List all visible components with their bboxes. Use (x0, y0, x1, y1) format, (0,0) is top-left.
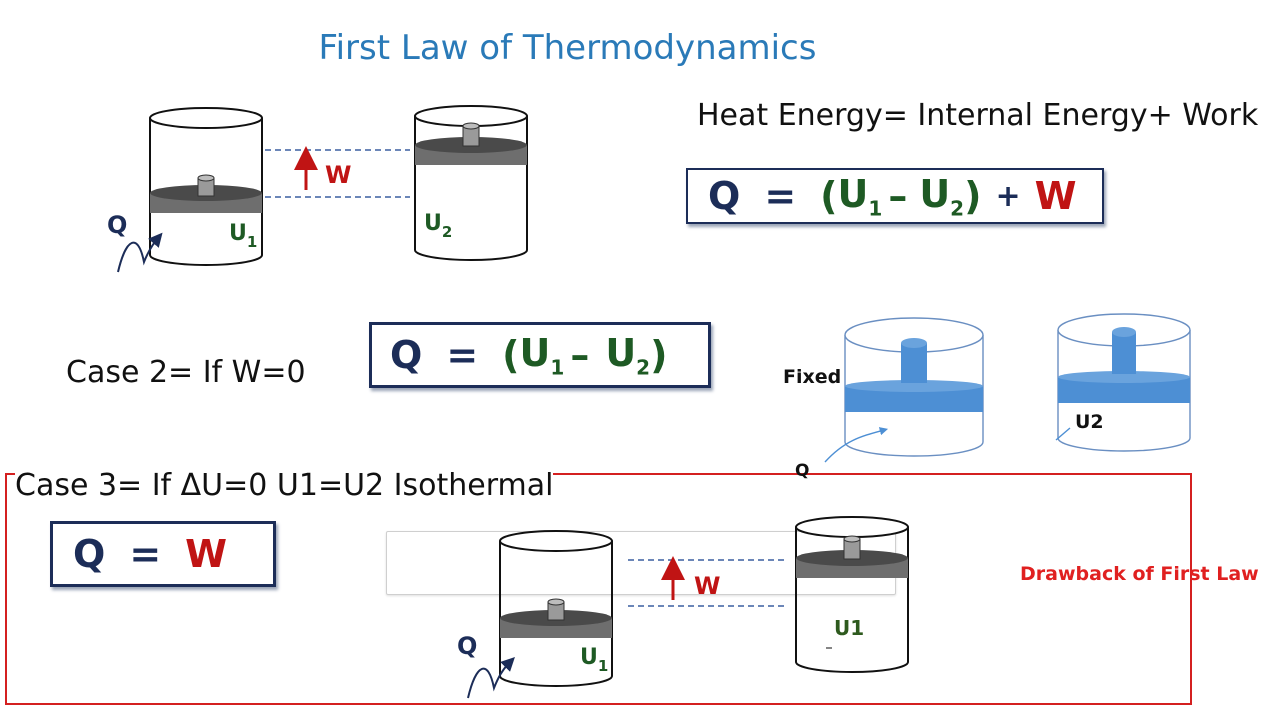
main-equation-box: Q = ( U1 – U2 ) + W (686, 168, 1104, 224)
top-u2-label: U2 (424, 211, 452, 241)
case2-eq-u2: U2 (605, 330, 651, 380)
case3-eq-q: Q (73, 532, 106, 576)
eq-u1: U1 (837, 171, 883, 221)
case2-small-arrow (1055, 427, 1071, 441)
top-w-label: W (325, 161, 351, 189)
case3-heat-wave-arrow (467, 657, 515, 699)
heat-statement: Heat Energy= Internal Energy+ Work (697, 98, 1259, 133)
cylinder-state-2 (414, 105, 528, 261)
eq-open-paren: ( (820, 174, 838, 218)
case2-heat-arrow (824, 427, 889, 463)
case3-frame (5, 473, 1192, 705)
eq-equals: = (764, 174, 797, 218)
case3-cylinder-2 (795, 516, 909, 673)
eq-close-paren: ) (964, 174, 982, 218)
case3-eq-w: W (185, 532, 228, 576)
case2-moving-cylinder (1057, 313, 1191, 452)
case3-w-label: W (694, 572, 720, 600)
eq-u2: U2 (919, 171, 965, 221)
case3-cylinder-1 (499, 530, 613, 687)
eq-plus: + (995, 178, 1021, 214)
drawback-label: Drawback of First Law (1020, 563, 1259, 585)
case2-eq-equals: = (446, 333, 479, 377)
top-q-label: Q (107, 211, 127, 239)
case2-heading: Case 2= If W=0 (66, 355, 306, 390)
page-title: First Law of Thermodynamics (318, 28, 817, 68)
case2-fixed-cylinder (844, 317, 984, 457)
eq-w: W (1034, 174, 1077, 218)
case2-eq-u1: U1 (519, 330, 565, 380)
case3-equation-box: Q = W (50, 521, 276, 587)
case3-eq-equals: = (129, 532, 162, 576)
case2-u2-label: U2 (1075, 411, 1104, 433)
case3-heading: Case 3= If ΔU=0 U1=U2 Isothermal (15, 468, 554, 503)
heat-wave-arrow (117, 232, 163, 273)
case2-eq-minus: – (570, 333, 590, 377)
case2-equation-box: Q = ( U1 – U2 ) (369, 322, 711, 388)
cylinder-state-1 (149, 107, 263, 266)
case2-eq-q: Q (390, 333, 423, 377)
eq-minus: – (888, 174, 908, 218)
case2-eq-close-paren: ) (650, 333, 668, 377)
case3-u1-right-label: U1 (834, 616, 864, 640)
case2-eq-open-paren: ( (502, 333, 520, 377)
case2-q-label: Q (795, 461, 809, 481)
case3-u1-label: U1 (580, 645, 608, 675)
case3-q-label: Q (457, 632, 477, 660)
top-u1-label: U1 (229, 221, 257, 251)
case2-fixed-label: Fixed (783, 366, 841, 388)
eq-q: Q (708, 174, 741, 218)
